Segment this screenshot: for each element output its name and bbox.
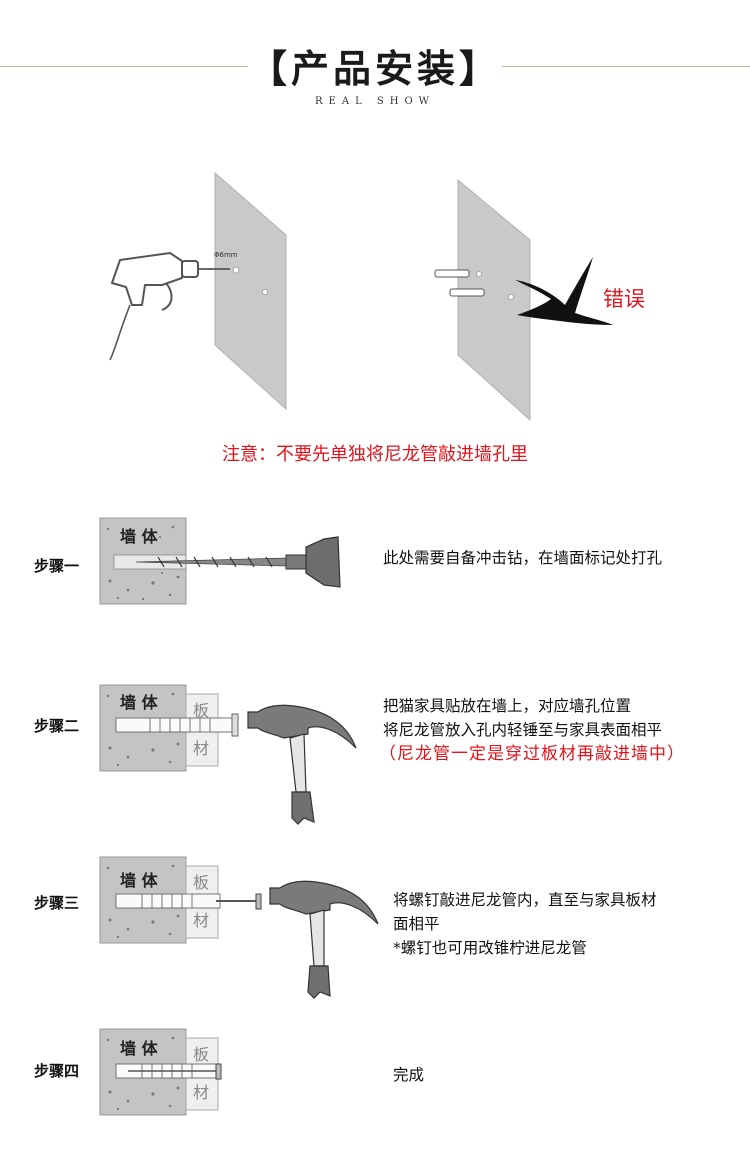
board-label-top: 板	[193, 1045, 209, 1064]
step-1-line-1: 此处需要自备冲击钻，在墙面标记处打孔	[383, 549, 663, 567]
step-3-text: 将螺钉敲进尼龙管内，直至与家具板材 面相平 *螺钉也可用改锥柠进尼龙管	[393, 888, 657, 960]
wall-texture	[106, 525, 180, 601]
wrong-method-illustration	[434, 178, 613, 422]
anchor-icon	[434, 269, 485, 297]
cross-mark-icon	[515, 257, 613, 325]
board-label-top: 板	[193, 873, 209, 892]
nylon-anchor	[115, 893, 221, 909]
wall-label: 墙 体	[120, 693, 159, 712]
board-label-bottom: 材	[193, 739, 209, 758]
wall-panel-left	[214, 171, 287, 411]
step-4-line-1: 完成	[393, 1066, 425, 1084]
drill-handle	[305, 536, 341, 588]
step-3-line-1: 将螺钉敲进尼龙管内，直至与家具板材	[393, 891, 657, 909]
step-2-diagram: 墙 体 板 材	[99, 684, 357, 825]
step-3-line-2: 面相平	[393, 915, 440, 933]
screw-head	[255, 893, 262, 910]
board-label-top: 板	[193, 701, 209, 720]
wall-label: 墙 体	[120, 1039, 159, 1058]
header-rule-left	[0, 66, 248, 67]
step-2-text: 把猫家具贴放在墙上，对应墙孔位置 将尼龙管放入孔内轻锤至与家具表面相平 （尼龙管…	[379, 694, 685, 766]
nylon-anchor	[115, 717, 233, 733]
wall-label: 墙 体	[120, 871, 159, 890]
page-subtitle: REAL SHOW	[315, 96, 435, 107]
wall-mark-left	[262, 289, 268, 295]
step-2-line-2: 将尼龙管放入孔内轻锤至与家具表面相平	[383, 721, 663, 739]
step-3-diagram: 墙 体 板 材	[99, 856, 379, 999]
hammer-icon	[247, 704, 357, 825]
screw-head	[215, 1063, 222, 1080]
page-title: 【产品安装】	[248, 47, 501, 91]
hammer-icon	[269, 880, 379, 999]
wall-label: 墙 体	[120, 527, 159, 546]
wall-hole-left	[232, 266, 240, 274]
step-4-label: 步骤四	[34, 1062, 80, 1080]
wall-hole-right-1	[476, 271, 482, 277]
warning-notice: 注意：不要先单独将尼龙管敲进墙孔里	[222, 444, 528, 465]
drill-icon	[109, 252, 230, 361]
board-label-bottom: 材	[193, 1083, 209, 1102]
step-2-line-1: 把猫家具贴放在墙上，对应墙孔位置	[383, 697, 632, 715]
drill-size-label: Φ6mm	[214, 251, 238, 259]
wrong-label: 错误	[603, 287, 645, 311]
drill-wall-illustration: Φ6mm	[109, 171, 287, 411]
drill-chuck	[285, 554, 307, 570]
step-4-diagram: 墙 体 板 材	[99, 1028, 222, 1116]
step-1-text: 此处需要自备冲击钻，在墙面标记处打孔	[383, 546, 662, 570]
header-rule-right	[502, 66, 750, 67]
step-2-label: 步骤二	[34, 717, 80, 735]
wall-panel-right	[457, 178, 531, 422]
board-label-bottom: 材	[193, 911, 209, 930]
step-3-label: 步骤三	[34, 894, 80, 912]
step-1-diagram: 墙 体	[99, 517, 341, 605]
wall-hole-right-2	[508, 294, 514, 300]
step-3-line-3: *螺钉也可用改锥柠进尼龙管	[393, 939, 587, 957]
step-4-text: 完成	[393, 1063, 424, 1087]
anchor-flange	[231, 713, 239, 737]
step-2-warning: （尼龙管一定是穿过板材再敲进墙中）	[379, 744, 685, 764]
step-1-label: 步骤一	[34, 557, 80, 575]
